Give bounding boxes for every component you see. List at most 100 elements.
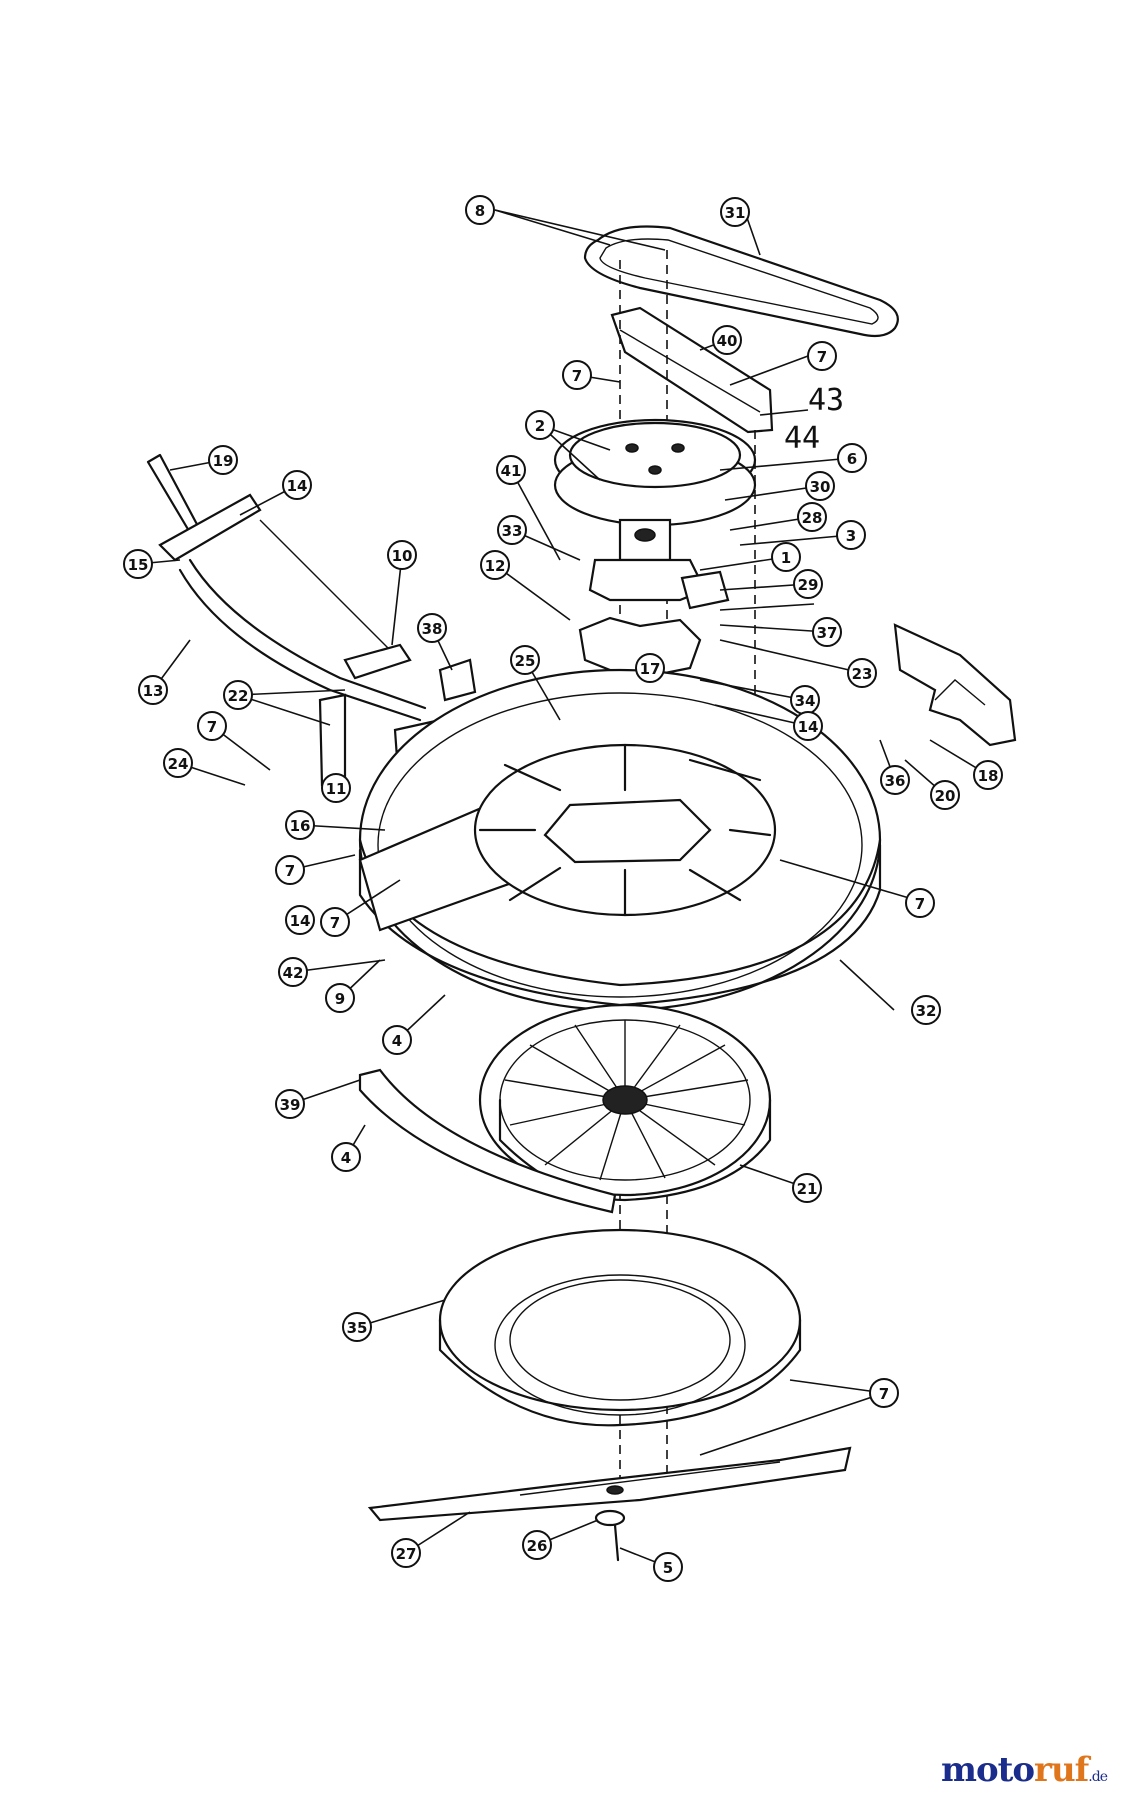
callout-label: 35	[347, 1319, 368, 1337]
callout-28: 28	[797, 502, 827, 532]
callout-7: 7	[905, 888, 935, 918]
callout-3: 3	[836, 520, 866, 550]
callout-30: 30	[805, 471, 835, 501]
leader-lines	[137, 209, 989, 1568]
callout-36: 36	[880, 765, 910, 795]
bracket	[680, 570, 730, 610]
label-43: 43	[808, 383, 844, 418]
side-rod	[178, 519, 427, 722]
brand-logo: motoruf.de	[941, 1750, 1108, 1790]
cutting-blade	[367, 1446, 852, 1522]
pulley	[553, 418, 757, 527]
callout-label: 25	[515, 652, 536, 670]
callout-31: 31	[720, 197, 750, 227]
label-44: 44	[784, 421, 820, 456]
belt-guard-plate	[610, 306, 774, 434]
callout-label: 11	[326, 780, 347, 798]
callout-label: 27	[396, 1545, 417, 1563]
callout-label: 2	[535, 417, 545, 435]
callout-4: 4	[331, 1142, 361, 1172]
callout-8: 8	[465, 195, 495, 225]
callout-label: 30	[810, 478, 831, 496]
callout-label: 7	[207, 718, 217, 736]
callout-34: 34	[790, 685, 820, 715]
callout-label: 41	[501, 462, 522, 480]
callout-7: 7	[807, 341, 837, 371]
callout-39: 39	[275, 1089, 305, 1119]
callout-label: 15	[128, 556, 149, 574]
callout-label: 37	[817, 624, 838, 642]
callout-label: 7	[330, 914, 340, 932]
callout-label: 3	[846, 527, 856, 545]
callout-13: 13	[138, 675, 168, 705]
callout-12: 12	[480, 550, 510, 580]
callout-11: 11	[321, 773, 351, 803]
callout-label: 34	[795, 692, 816, 710]
callout-17: 17	[635, 653, 665, 683]
callout-label: 5	[663, 1559, 673, 1577]
callout-label: 20	[935, 787, 956, 805]
callout-label: 16	[290, 817, 311, 835]
callout-label: 9	[335, 990, 345, 1008]
callout-label: 22	[228, 687, 249, 705]
callout-label: 4	[392, 1032, 402, 1050]
callout-label: 33	[502, 522, 523, 540]
callout-14: 14	[282, 470, 312, 500]
callout-label: 18	[978, 767, 999, 785]
callout-7: 7	[562, 360, 592, 390]
callout-10: 10	[387, 540, 417, 570]
callout-35: 35	[342, 1312, 372, 1342]
callout-label: 31	[725, 204, 746, 222]
callout-32: 32	[911, 995, 941, 1025]
callout-16: 16	[285, 810, 315, 840]
callout-9: 9	[325, 983, 355, 1013]
callout-label: 7	[879, 1385, 889, 1403]
callout-label: 12	[485, 557, 506, 575]
callout-label: 4	[341, 1149, 351, 1167]
callout-5: 5	[653, 1552, 683, 1582]
blade-bolt	[594, 1509, 626, 1562]
callout-label: 14	[798, 718, 819, 736]
callout-18: 18	[973, 760, 1003, 790]
bracket-34	[438, 658, 477, 702]
callout-15: 15	[123, 549, 153, 579]
callout-label: 10	[392, 547, 413, 565]
callout-33: 33	[497, 515, 527, 545]
callout-7: 7	[197, 711, 227, 741]
fan-impeller	[478, 1003, 772, 1202]
callout-label: 14	[290, 912, 311, 930]
height-lever-rod	[146, 453, 262, 562]
callout-21: 21	[792, 1173, 822, 1203]
mower-deck	[358, 668, 882, 1012]
callout-25: 25	[510, 645, 540, 675]
callout-2: 2	[525, 410, 555, 440]
callout-label: 26	[527, 1537, 548, 1555]
callout-label: 1	[781, 549, 791, 567]
callout-label: 29	[798, 576, 819, 594]
callout-27: 27	[391, 1538, 421, 1568]
callout-19: 19	[208, 445, 238, 475]
callout-label: 8	[475, 202, 485, 220]
lower-ring	[438, 1228, 802, 1427]
curved-strip	[358, 1068, 617, 1214]
spider-plate	[578, 616, 702, 678]
callout-label: 13	[143, 682, 164, 700]
bracket-37	[343, 643, 412, 680]
callout-14: 14	[793, 711, 823, 741]
callout-label: 7	[572, 367, 582, 385]
callout-38: 38	[417, 613, 447, 643]
callout-7: 7	[320, 907, 350, 937]
callout-22: 22	[223, 680, 253, 710]
callout-20: 20	[930, 780, 960, 810]
callout-37: 37	[812, 617, 842, 647]
callout-1: 1	[771, 542, 801, 572]
callout-label: 19	[213, 452, 234, 470]
callout-26: 26	[522, 1530, 552, 1560]
callout-14: 14	[285, 905, 315, 935]
callout-label: 7	[285, 862, 295, 880]
callout-7: 7	[275, 855, 305, 885]
side-plate-right	[893, 623, 1017, 747]
callout-41: 41	[496, 455, 526, 485]
drive-belt	[583, 225, 899, 338]
